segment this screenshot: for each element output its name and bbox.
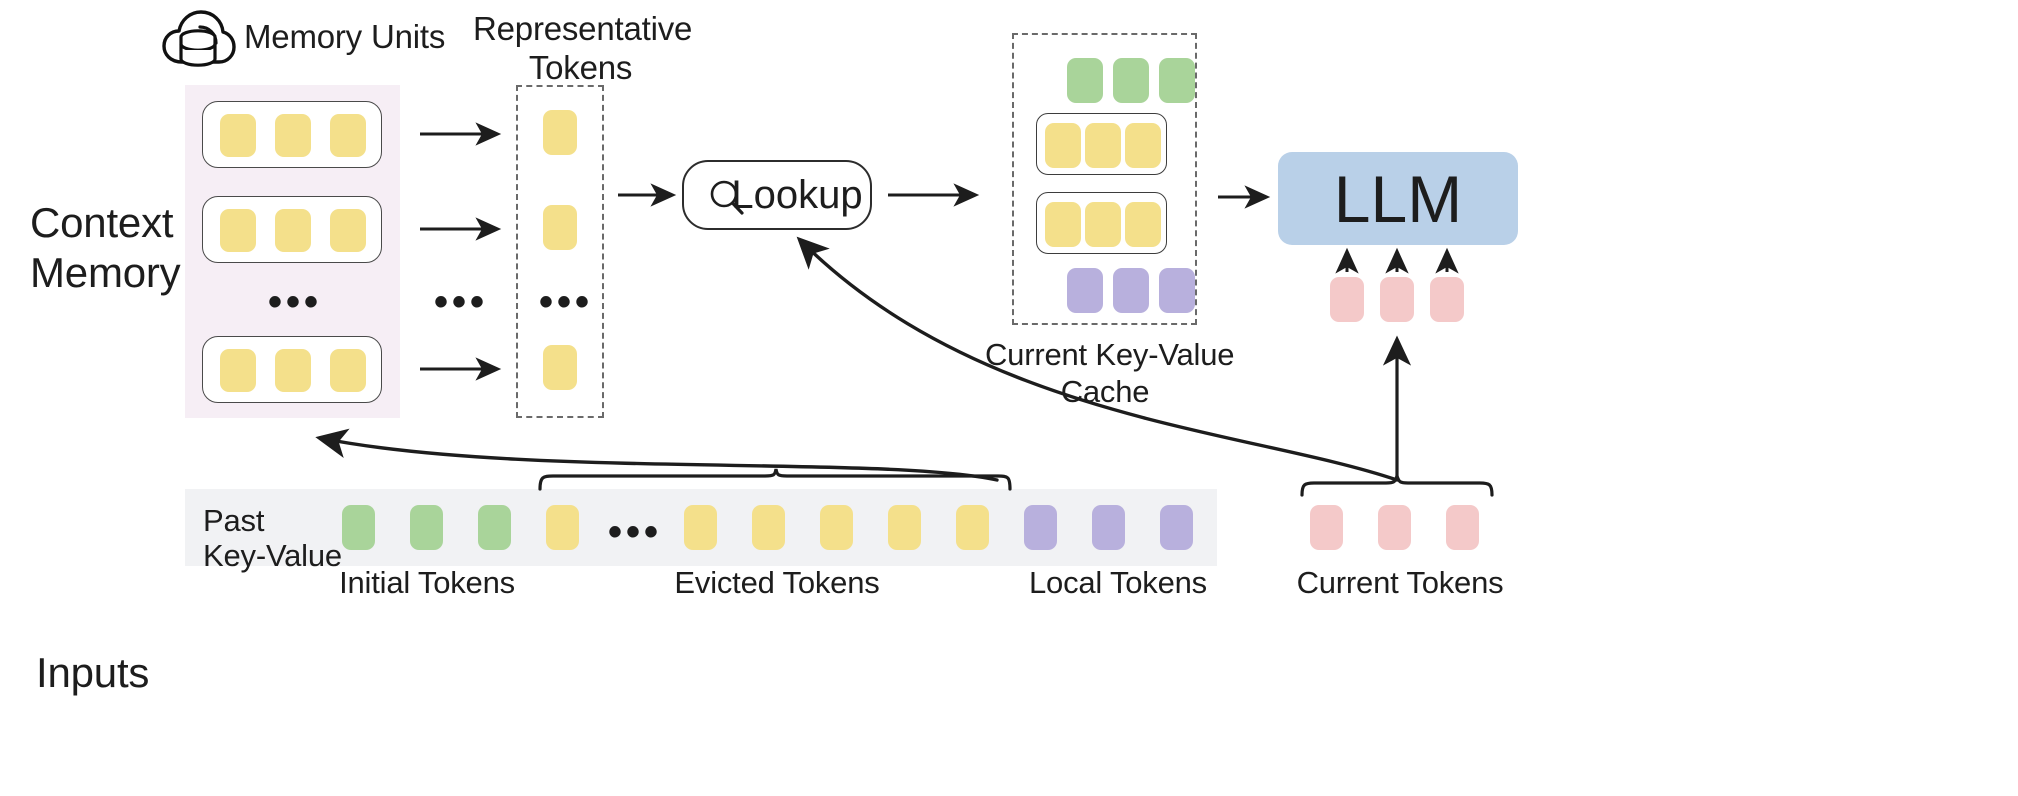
representative-tokens-ellipsis: •••: [539, 280, 594, 324]
kv-row-initial: [1012, 33, 1197, 325]
input-token-9: [956, 505, 989, 550]
input-token-4: [546, 505, 579, 550]
search-icon: [708, 179, 746, 217]
input-token-2: [410, 505, 443, 550]
representative-token-2: [543, 205, 577, 250]
lookup-module[interactable]: Lookup: [682, 160, 872, 230]
llm-input-token-1: [1330, 277, 1364, 322]
llm-module[interactable]: LLM: [1278, 152, 1518, 245]
cloud-database-icon: [160, 6, 236, 70]
header-representative-tokens: Representative Tokens: [473, 10, 693, 86]
representative-token-n: [543, 345, 577, 390]
memory-unit-n[interactable]: [202, 336, 382, 403]
bottom-label-initial-tokens: Initial Tokens: [339, 565, 515, 600]
kv-row-initial-token-1: [1067, 58, 1103, 103]
kv-row-initial-token-2: [1113, 58, 1149, 103]
bottom-label-current-tokens: Current Tokens: [1296, 565, 1504, 600]
input-token-1: [342, 505, 375, 550]
memory-unit-n-token-2: [275, 349, 311, 392]
header-memory-units: Memory Units: [244, 18, 446, 55]
input-token-12: [1160, 505, 1193, 550]
input-ellipsis: •••: [608, 510, 663, 554]
memory-unit-2[interactable]: [202, 196, 382, 263]
memory-units-ellipsis: •••: [268, 280, 323, 324]
kv-row-retrieved-1-token-3: [1125, 123, 1161, 168]
current-tokens-brace: [1300, 470, 1494, 497]
kv-row-retrieved-1-token-1: [1045, 123, 1081, 168]
memory-unit-2-token-3: [330, 209, 366, 252]
input-token-6: [752, 505, 785, 550]
input-token-8: [888, 505, 921, 550]
input-token-3: [478, 505, 511, 550]
lookup-label: Lookup: [731, 172, 863, 217]
memory-to-representative-arrows: [420, 122, 502, 381]
bottom-label-evicted-tokens: Evicted Tokens: [674, 565, 880, 600]
input-token-11: [1092, 505, 1125, 550]
current-tokens-to-llm-arrows: [1335, 247, 1459, 274]
representative-token-1: [543, 110, 577, 155]
kv-row-local-token-3: [1159, 268, 1195, 313]
current-token-1: [1310, 505, 1343, 550]
memory-unit-n-token-1: [220, 349, 256, 392]
llm-label: LLM: [1333, 161, 1463, 236]
kv-row-retrieved-1-token-2: [1085, 123, 1121, 168]
header-current-kv-cache: Current Key-Value Cache: [985, 337, 1235, 409]
memory-to-rep-ellipsis: •••: [434, 280, 489, 324]
memory-unit-n-token-3: [330, 349, 366, 392]
memory-unit-1[interactable]: [202, 101, 382, 168]
current-token-3: [1446, 505, 1479, 550]
input-token-10: [1024, 505, 1057, 550]
memory-unit-2-token-1: [220, 209, 256, 252]
bottom-label-local-tokens: Local Tokens: [1029, 565, 1207, 600]
kv-row-local-token-1: [1067, 268, 1103, 313]
past-key-value-label: Past Key-Value: [203, 503, 342, 573]
input-token-5: [684, 505, 717, 550]
evicted-to-context-memory-curve: [315, 428, 999, 482]
input-token-7: [820, 505, 853, 550]
evicted-tokens-brace: [538, 468, 1012, 491]
kv-row-local: [1012, 33, 1197, 325]
representative-tokens-container: [516, 85, 604, 418]
kv-row-local-token-2: [1113, 268, 1149, 313]
kv-row-retrieved-1[interactable]: [1036, 113, 1167, 175]
row-label-inputs: Inputs: [36, 649, 150, 696]
kv-row-initial-token-3: [1159, 58, 1195, 103]
memory-unit-1-token-3: [330, 114, 366, 157]
memory-unit-1-token-1: [220, 114, 256, 157]
current-token-2: [1378, 505, 1411, 550]
llm-input-token-3: [1430, 277, 1464, 322]
row-label-context-memory: Context Memory: [30, 199, 181, 296]
llm-input-token-2: [1380, 277, 1414, 322]
memory-unit-1-token-2: [275, 114, 311, 157]
memory-unit-2-token-2: [275, 209, 311, 252]
